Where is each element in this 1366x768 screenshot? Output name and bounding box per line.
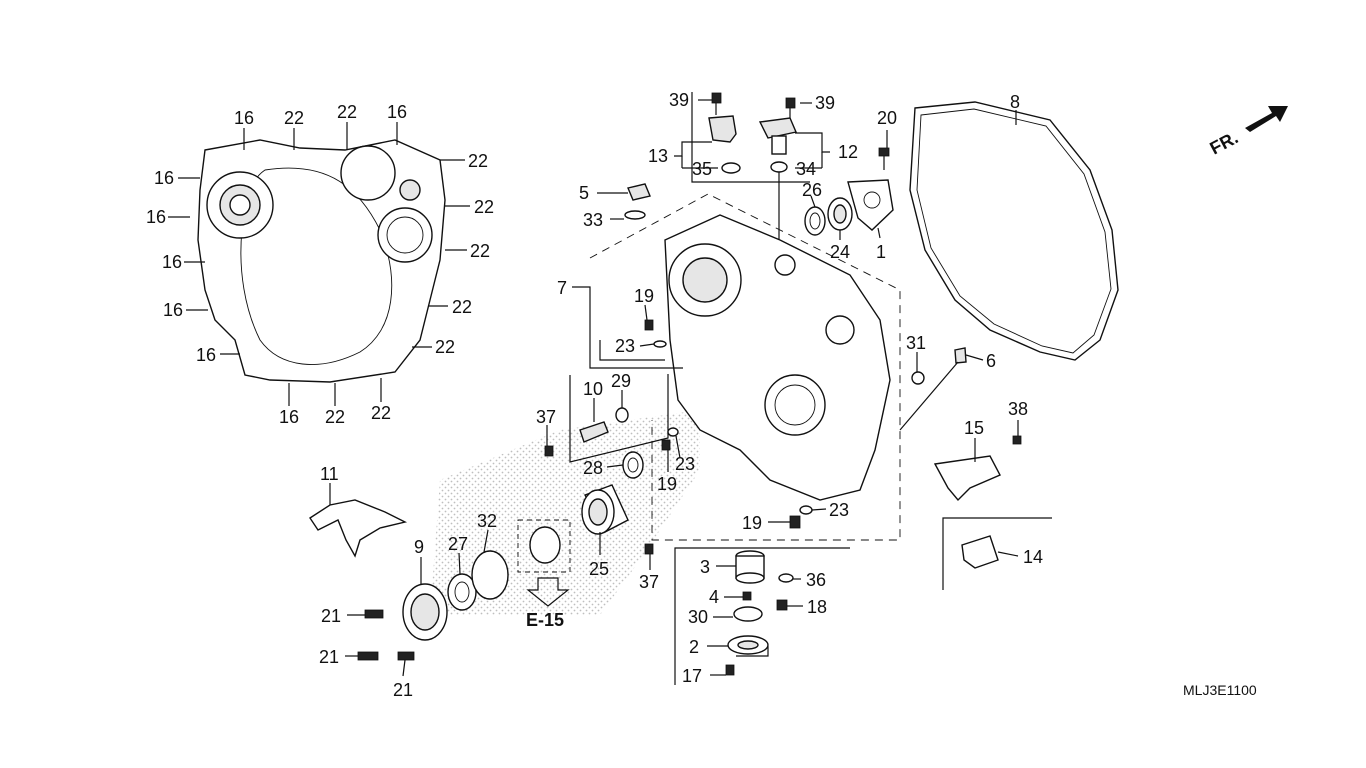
callout-label: 27 bbox=[448, 534, 468, 554]
callout-label: 20 bbox=[877, 108, 897, 128]
callout-label: 16 bbox=[146, 207, 166, 227]
callout-label: 32 bbox=[477, 511, 497, 531]
lower-parts-illustration bbox=[309, 499, 571, 661]
callout-label: 29 bbox=[611, 371, 631, 391]
callout-label: 30 bbox=[688, 607, 708, 627]
callout-label: 24 bbox=[830, 242, 850, 262]
callout-label: 19 bbox=[657, 474, 677, 494]
callout-label: 31 bbox=[906, 333, 926, 353]
callout-label: 21 bbox=[393, 680, 413, 700]
callout-label: 33 bbox=[583, 210, 603, 230]
callout-label: 4 bbox=[709, 587, 719, 607]
bracket-illustration bbox=[933, 435, 1022, 502]
callout-label: 6 bbox=[986, 351, 996, 371]
callout-label: 2 bbox=[689, 637, 699, 657]
callout-label: 22 bbox=[337, 102, 357, 122]
callout-label: 22 bbox=[470, 241, 490, 261]
bearing-illustration bbox=[581, 451, 654, 555]
callout-label: 22 bbox=[474, 197, 494, 217]
outer-cover-illustration bbox=[197, 139, 446, 383]
callout-label: 28 bbox=[583, 458, 603, 478]
callout-label: 19 bbox=[742, 513, 762, 533]
callout-label: 34 bbox=[796, 159, 816, 179]
callout-label: 39 bbox=[815, 93, 835, 113]
callout-label: 38 bbox=[1008, 399, 1028, 419]
callout-label: 23 bbox=[675, 454, 695, 474]
callout-label: 10 bbox=[583, 379, 603, 399]
callout-label: 22 bbox=[452, 297, 472, 317]
leader-lines bbox=[168, 99, 1019, 677]
gasket-illustration bbox=[909, 101, 1119, 361]
callout-label: 16 bbox=[163, 300, 183, 320]
callout-labels: 16 22 22 16 22 16 22 16 22 16 22 16 22 1… bbox=[146, 90, 1257, 700]
filter-illustration bbox=[674, 547, 850, 685]
callout-label: 14 bbox=[1023, 547, 1043, 567]
callout-label: 21 bbox=[321, 606, 341, 626]
callout-label: 13 bbox=[648, 146, 668, 166]
direction-label: FR. bbox=[1206, 127, 1241, 158]
figure-code: MLJ3E1100 bbox=[1183, 682, 1257, 698]
callout-label: 25 bbox=[589, 559, 609, 579]
callout-label: 8 bbox=[1010, 92, 1020, 112]
callout-label: 37 bbox=[639, 572, 659, 592]
callout-label: 26 bbox=[802, 180, 822, 200]
callout-label: 18 bbox=[807, 597, 827, 617]
main-case-illustration bbox=[589, 193, 901, 541]
callout-label: 16 bbox=[154, 168, 174, 188]
callout-label: 16 bbox=[387, 102, 407, 122]
reference-label: E-15 bbox=[526, 610, 564, 630]
callout-label: 11 bbox=[320, 464, 339, 484]
bracket-14-illustration bbox=[942, 517, 1052, 590]
callout-label: 39 bbox=[669, 90, 689, 110]
plug-illustration bbox=[624, 183, 651, 220]
callout-label: 16 bbox=[162, 252, 182, 272]
callout-label: 9 bbox=[414, 537, 424, 557]
callout-label: 15 bbox=[964, 418, 984, 438]
callout-label: 7 bbox=[557, 278, 567, 298]
seals-illustration bbox=[804, 147, 894, 236]
callout-label: 1 bbox=[876, 242, 886, 262]
callout-label: 23 bbox=[829, 500, 849, 520]
callout-label: 17 bbox=[682, 666, 702, 686]
dipstick-illustration bbox=[899, 347, 967, 431]
sensor-group-illustration bbox=[691, 92, 810, 240]
sensor-10-illustration bbox=[544, 374, 669, 463]
callout-label: 23 bbox=[615, 336, 635, 356]
callout-label: 16 bbox=[234, 108, 254, 128]
callout-label: 3 bbox=[700, 557, 710, 577]
callout-label: 22 bbox=[284, 108, 304, 128]
callout-label: 16 bbox=[196, 345, 216, 365]
callout-label: 37 bbox=[536, 407, 556, 427]
callout-label: 5 bbox=[579, 183, 589, 203]
callout-label: 36 bbox=[806, 570, 826, 590]
callout-label: 19 bbox=[634, 286, 654, 306]
callout-label: 22 bbox=[435, 337, 455, 357]
callout-label: 16 bbox=[279, 407, 299, 427]
callout-label: 22 bbox=[325, 407, 345, 427]
callout-label: 12 bbox=[838, 142, 858, 162]
callout-label: 35 bbox=[692, 159, 712, 179]
callout-label: 22 bbox=[371, 403, 391, 423]
callout-label: 22 bbox=[468, 151, 488, 171]
callout-label: 21 bbox=[319, 647, 339, 667]
direction-arrow bbox=[1245, 106, 1288, 132]
